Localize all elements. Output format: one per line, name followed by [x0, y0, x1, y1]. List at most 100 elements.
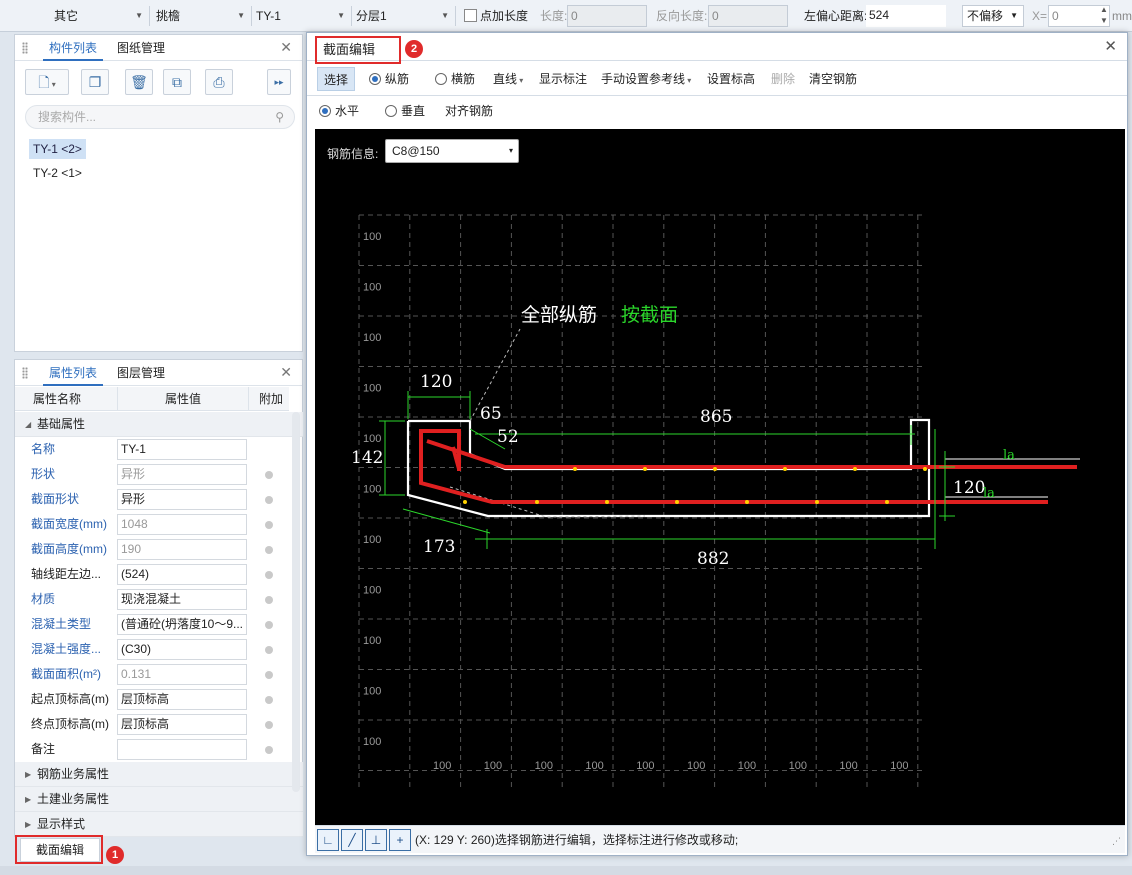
rebar-point: [853, 467, 857, 471]
vertical-radio[interactable]: 垂直: [379, 99, 431, 123]
line-dropdown[interactable]: 直线 ▾: [493, 72, 524, 86]
point-length-checkbox[interactable]: [464, 9, 477, 22]
group-basic[interactable]: ◢基础属性: [15, 412, 303, 437]
x-input[interactable]: 0: [1048, 5, 1110, 27]
property-value-field[interactable]: 层顶标高: [117, 714, 247, 735]
attach-checkbox[interactable]: [265, 696, 273, 704]
group-rebar[interactable]: ▶钢筋业务属性: [15, 762, 303, 787]
close-icon[interactable]: ✕: [280, 364, 292, 380]
property-value-field[interactable]: (C30): [117, 639, 247, 660]
reverse-length-label: 反向长度:: [656, 9, 708, 23]
drag-handle-icon[interactable]: [22, 42, 28, 54]
property-value-field[interactable]: 异形: [117, 464, 247, 485]
attach-checkbox[interactable]: [265, 746, 273, 754]
new-component-button[interactable]: 🗋 ▾: [25, 69, 69, 95]
diagonal-line-icon[interactable]: ╱: [341, 829, 363, 851]
property-value-field[interactable]: 0.131: [117, 664, 247, 685]
property-scrollbar[interactable]: [292, 412, 300, 792]
category-dropdown[interactable]: 其它▼: [50, 6, 150, 26]
select-tool-button[interactable]: 选择: [317, 67, 356, 91]
property-row: 材质现浇混凝土: [15, 587, 303, 612]
add-rebar-icon[interactable]: +: [389, 829, 411, 851]
tab-component-list[interactable]: 构件列表: [43, 35, 104, 61]
horizontal-radio[interactable]: 水平: [313, 99, 365, 123]
more-button[interactable]: ▸▸: [267, 69, 291, 95]
attach-checkbox[interactable]: [265, 546, 273, 554]
delete-button[interactable]: 删除: [771, 72, 796, 86]
group-display[interactable]: ▶显示样式: [15, 812, 303, 837]
grid-label: 100: [363, 383, 381, 395]
delete-button[interactable]: 🗑: [125, 69, 153, 95]
attach-checkbox[interactable]: [265, 646, 273, 654]
offset-mode-select[interactable]: 不偏移▼: [962, 5, 1024, 27]
property-value-field[interactable]: (普通砼(坍落度10～9...: [117, 614, 247, 635]
component-search-input[interactable]: 搜索构件...⚲: [25, 105, 295, 129]
property-value-field[interactable]: TY-1: [117, 439, 247, 460]
align-rebar-button[interactable]: 对齐钢筋: [445, 104, 494, 118]
duplicate-button[interactable]: ⧉: [163, 69, 191, 95]
corner-snap-icon[interactable]: ∟: [317, 829, 339, 851]
transverse-radio[interactable]: 横筋: [429, 67, 481, 91]
grid-label: 100: [585, 760, 603, 772]
copy-button[interactable]: ❐: [81, 69, 109, 95]
attach-checkbox[interactable]: [265, 496, 273, 504]
attach-checkbox[interactable]: [265, 621, 273, 629]
attach-checkbox[interactable]: [265, 521, 273, 529]
close-icon[interactable]: ✕: [1104, 38, 1117, 55]
set-elevation-button[interactable]: 设置标高: [707, 72, 756, 86]
property-value-field[interactable]: 190: [117, 539, 247, 560]
rebar-point: [535, 500, 539, 504]
property-value-field[interactable]: (524): [117, 564, 247, 585]
list-item[interactable]: TY-2 <1>: [33, 166, 82, 180]
attach-checkbox[interactable]: [265, 671, 273, 679]
property-value-field[interactable]: 层顶标高: [117, 689, 247, 710]
show-dims-button[interactable]: 显示标注: [539, 72, 588, 86]
highlight-box: [315, 36, 401, 64]
list-item[interactable]: TY-1 <2>: [29, 139, 86, 159]
by-section-label: 按截面: [621, 304, 678, 326]
clear-rebar-button[interactable]: 清空钢筋: [809, 72, 858, 86]
x-spinner-icon[interactable]: ▲▼: [1100, 5, 1108, 25]
length-input[interactable]: 0: [567, 5, 647, 27]
property-row: 终点顶标高(m)层顶标高: [15, 712, 303, 737]
property-value-field[interactable]: 1048: [117, 514, 247, 535]
property-value-field[interactable]: [117, 739, 247, 760]
reverse-length-input[interactable]: 0: [708, 5, 788, 27]
component-dropdown[interactable]: TY-1▼: [252, 6, 352, 26]
section-edit-button[interactable]: 截面编辑: [20, 838, 100, 862]
attach-checkbox[interactable]: [265, 721, 273, 729]
tab-drawing-management[interactable]: 图纸管理: [117, 41, 166, 55]
attach-checkbox[interactable]: [265, 596, 273, 604]
step-badge-2: 2: [405, 40, 423, 58]
chevron-down-icon: ▼: [337, 11, 345, 20]
save-component-button[interactable]: ⎙: [205, 69, 233, 95]
left-offset-input[interactable]: 524: [866, 5, 946, 27]
longitudinal-radio[interactable]: 纵筋: [363, 67, 415, 91]
rebar-info-select[interactable]: C8@150▾: [385, 139, 519, 163]
tab-layer-management[interactable]: 图层管理: [117, 366, 166, 380]
rebar-point: [605, 500, 609, 504]
attach-checkbox[interactable]: [265, 571, 273, 579]
resize-grip-icon[interactable]: ⋰: [1112, 836, 1121, 846]
tab-property-list[interactable]: 属性列表: [43, 360, 104, 386]
property-name: 截面面积(m²): [31, 667, 101, 681]
group-civil[interactable]: ▶土建业务属性: [15, 787, 303, 812]
type-dropdown[interactable]: 挑檐▼: [152, 6, 252, 26]
attach-checkbox[interactable]: [265, 471, 273, 479]
close-icon[interactable]: ✕: [280, 39, 292, 55]
grid-label: 100: [363, 332, 381, 344]
grid-label: 100: [890, 760, 908, 772]
radio-checked-icon: [319, 105, 331, 117]
manual-ref-line-dropdown[interactable]: 手动设置参考线 ▾: [601, 72, 692, 86]
property-row: 截面面积(m²) 0.131: [15, 662, 303, 687]
layer-dropdown[interactable]: 分层1▼: [352, 6, 456, 26]
drag-handle-icon[interactable]: [22, 367, 28, 379]
dialog-statusbar: ∟ ╱ ⊥ + (X: 129 Y: 260)选择钢筋进行编辑，选择标注进行修改…: [315, 825, 1125, 853]
property-value-field[interactable]: 现浇混凝土: [117, 589, 247, 610]
radio-unchecked-icon: [435, 73, 447, 85]
property-value-field[interactable]: 异形: [117, 489, 247, 510]
perpendicular-icon[interactable]: ⊥: [365, 829, 387, 851]
dialog-title: 截面编辑: [323, 42, 376, 57]
column-header-value: 属性值: [117, 387, 249, 411]
